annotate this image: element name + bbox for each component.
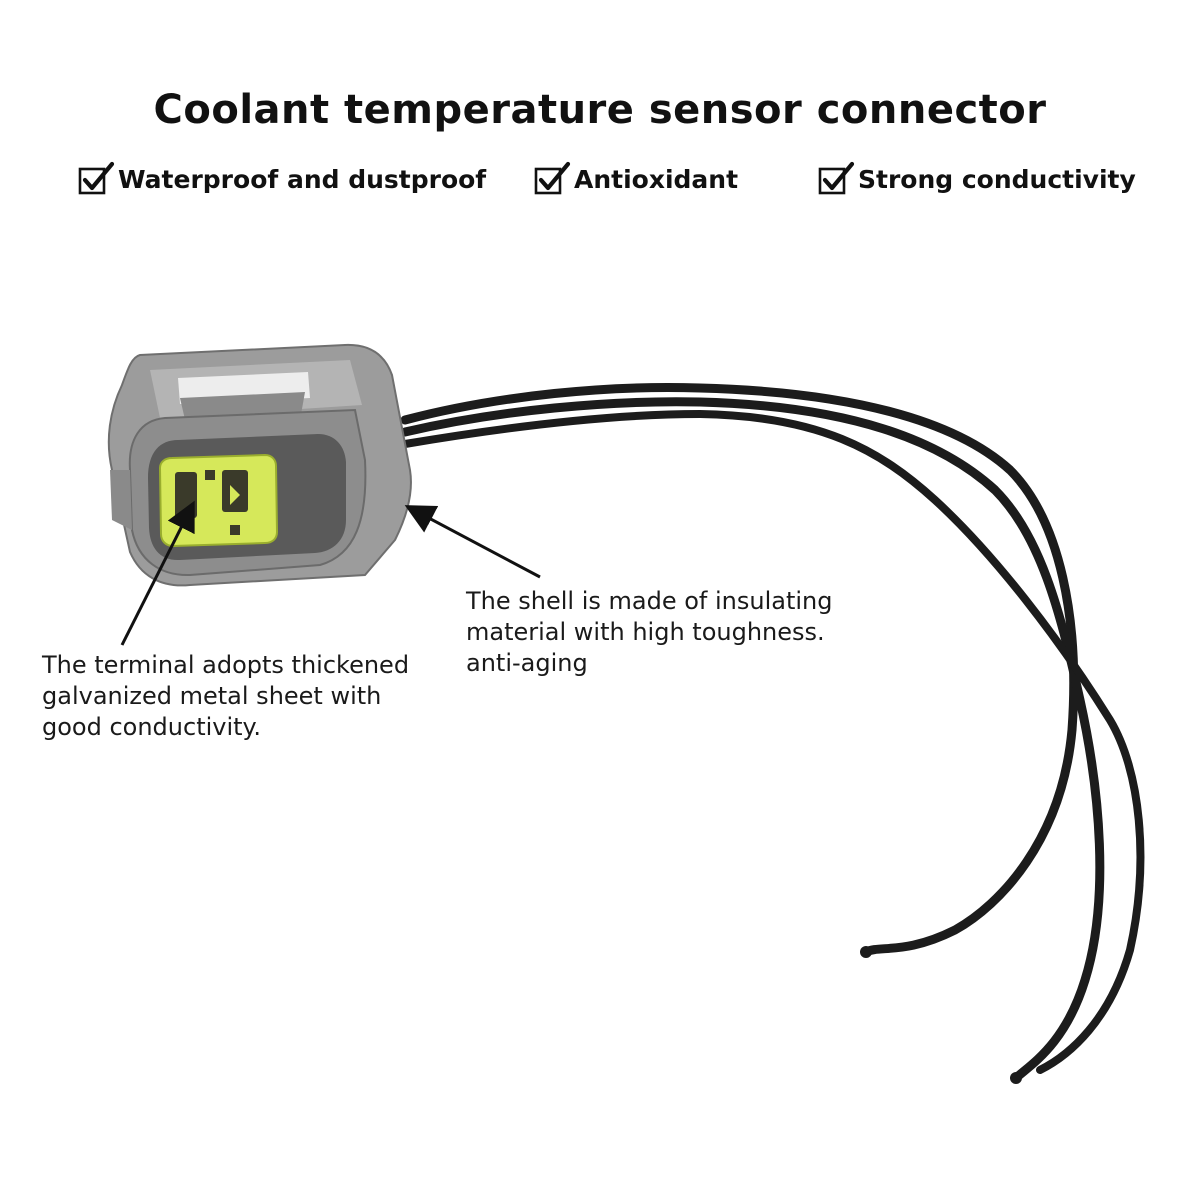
- callout-line: material with high toughness.: [466, 618, 825, 646]
- checkbox-checked-icon: [534, 161, 571, 195]
- feature-label: Strong conductivity: [858, 165, 1136, 194]
- feature-antioxidant: Antioxidant: [532, 160, 738, 200]
- callout-line: galvanized metal sheet with: [42, 682, 382, 710]
- arrow-to-terminal: [120, 500, 195, 646]
- checkbox-checked-icon: [818, 161, 855, 195]
- terminal-callout: The terminal adopts thickened galvanized…: [42, 650, 409, 743]
- arrow-to-shell: [404, 505, 541, 579]
- wire-harness: [400, 382, 1145, 1084]
- wire-lower: [401, 409, 1145, 1074]
- feature-label: Waterproof and dustproof: [118, 165, 487, 194]
- callout-line: The terminal adopts thickened: [42, 651, 410, 679]
- checkbox-checked-icon: [78, 161, 115, 195]
- wire-upper: [400, 382, 1079, 957]
- callout-line: good conductivity.: [42, 713, 261, 741]
- callout-line: anti-aging: [466, 649, 588, 677]
- callout-line: The shell is made of insulating: [466, 587, 833, 615]
- wire-middle: [400, 397, 1105, 1083]
- page-title: Coolant temperature sensor connector: [153, 87, 1047, 133]
- feature-waterproof: Waterproof and dustproof: [76, 160, 486, 200]
- shell-callout: The shell is made of insulating material…: [466, 586, 832, 679]
- feature-label: Antioxidant: [574, 165, 739, 194]
- feature-conductivity: Strong conductivity: [816, 160, 1136, 200]
